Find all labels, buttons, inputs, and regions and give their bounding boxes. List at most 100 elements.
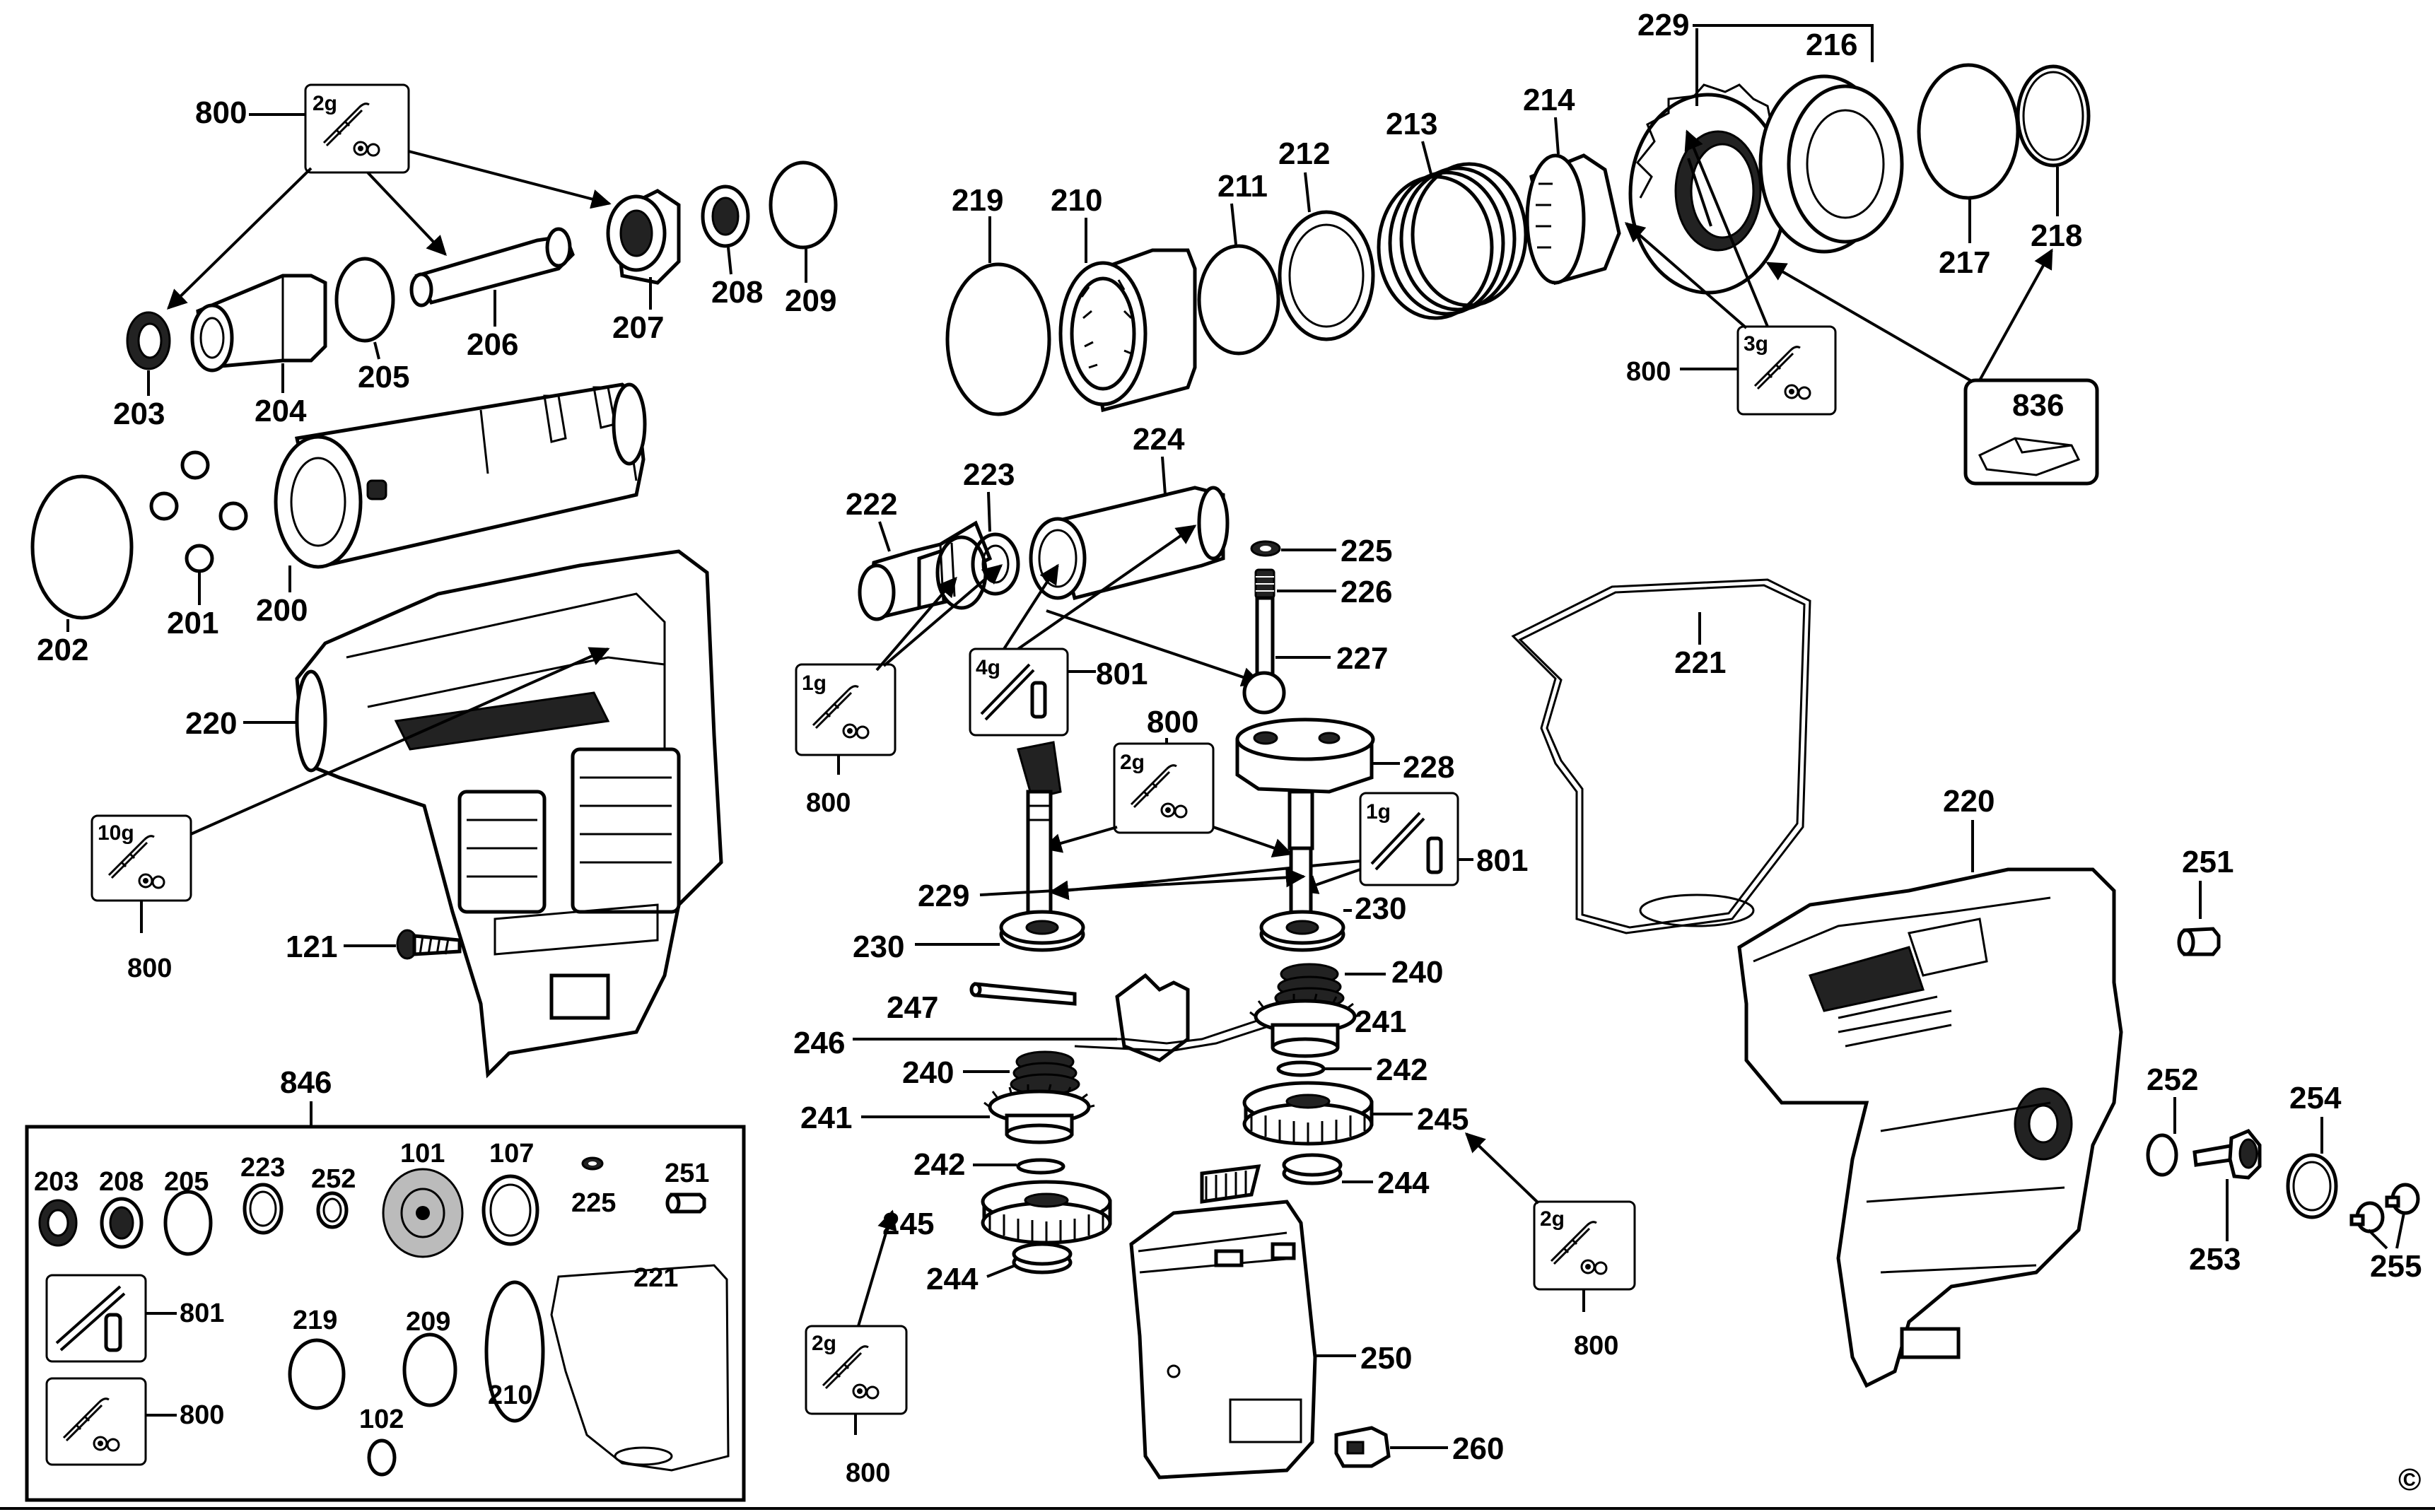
kit-836-title: 836 (2012, 388, 2064, 423)
part-229-shaft-right (1289, 846, 1313, 921)
part-205-o-ring (334, 257, 395, 343)
part-255-screws (2349, 1183, 2420, 1233)
label-242: 242 (913, 1147, 965, 1182)
label-240: 240 (1391, 955, 1443, 990)
label-214: 214 (1523, 83, 1575, 117)
part-202-o-ring (30, 474, 134, 620)
label-252: 252 (2147, 1062, 2198, 1097)
label-800: 800 (195, 95, 247, 130)
part-229-bevel-gear (1628, 83, 1788, 295)
label-204: 204 (255, 394, 307, 428)
part-213-spring (1377, 162, 1528, 320)
kit-800-2g-bottom-left: 2g (805, 1325, 908, 1415)
kit-846-title: 846 (280, 1065, 332, 1100)
part-200-cylinder (274, 382, 647, 569)
part-254-washer (2286, 1153, 2338, 1219)
label-241: 241 (800, 1101, 852, 1135)
part-228-crank (1235, 717, 1375, 850)
kit-quantity-label: 1g (1366, 800, 1391, 824)
kit-846-item: 209 (406, 1307, 450, 1337)
part-241-clutch-gear-right (1249, 993, 1361, 1058)
label-222: 222 (846, 487, 897, 522)
kit-846-item: 102 (359, 1405, 404, 1434)
part-245-gear-right (1242, 1081, 1374, 1146)
label-217: 217 (1939, 245, 1990, 280)
label-220: 220 (1943, 784, 1995, 819)
label-201: 201 (167, 606, 218, 640)
part-218-ring (2016, 64, 2091, 168)
label-229: 229 (918, 879, 969, 913)
part-227-connecting-rod (1242, 596, 1286, 715)
kit-846-item: 219 (293, 1306, 337, 1335)
part-225-washer (1250, 540, 1281, 557)
kit-800-1g-a: 1g (795, 663, 897, 756)
label-221: 221 (1674, 645, 1726, 680)
label-220: 220 (185, 706, 237, 741)
part-204-sleeve (190, 274, 327, 373)
part-201-balls (149, 450, 248, 573)
label-229: 229 (1637, 8, 1689, 42)
label-246: 246 (793, 1026, 845, 1060)
label-227: 227 (1336, 641, 1388, 676)
part-216-bearing (1758, 74, 1904, 254)
label-213: 213 (1386, 107, 1437, 141)
kit-846-item: 223 (240, 1153, 285, 1183)
part-226-spring (1254, 568, 1275, 599)
label-260: 260 (1452, 1431, 1504, 1466)
kit-800-2g-bottom-right: 2g (1533, 1200, 1636, 1291)
label-207: 207 (612, 310, 664, 345)
part-209-o-ring (769, 160, 838, 250)
part-220-gear-housing-right (1737, 867, 2123, 1388)
label-253: 253 (2189, 1242, 2241, 1277)
part-203-seal (126, 311, 171, 370)
kit-846-item: 208 (99, 1167, 144, 1197)
kit-quantity-label: 2g (1120, 751, 1145, 774)
part-242-washer-right (1276, 1060, 1326, 1077)
kit-quantity-label: 2g (1540, 1207, 1565, 1231)
part-251-pin (2177, 927, 2221, 956)
kit-quantity-label: 1g (802, 672, 827, 695)
part-246-switch-lever (1074, 973, 1273, 1062)
copyright-mark: © (2398, 1463, 2421, 1497)
kit-quantity-label: 2g (313, 92, 337, 115)
part-212-washer (1278, 210, 1375, 341)
part-208-seal (701, 184, 750, 248)
label-228: 228 (1403, 750, 1454, 785)
part-245-gear-left (981, 1180, 1112, 1245)
part-253-knob-pin (2192, 1128, 2262, 1180)
kit-quantity-label: 4g (976, 656, 1000, 679)
kit-800-3g: 3g (1736, 325, 1837, 416)
label-800: 800 (1626, 357, 1671, 387)
kit-836: 836 (1963, 378, 2099, 486)
label-254: 254 (2289, 1081, 2342, 1115)
label-200: 200 (256, 593, 308, 628)
part-121-screw (396, 929, 462, 960)
label-121: 121 (286, 930, 337, 964)
label-245: 245 (1417, 1102, 1468, 1137)
label-244: 244 (1377, 1166, 1430, 1200)
part-247-pin (969, 982, 1077, 1006)
kit-801-1g-b: 1g (1359, 792, 1459, 886)
kit-quantity-label: 3g (1744, 332, 1768, 356)
label-230: 230 (853, 930, 904, 964)
label-251: 251 (2182, 845, 2233, 879)
label-202: 202 (37, 633, 88, 667)
part-222-impact-bolt (858, 520, 993, 621)
part-206-piston-pin (409, 227, 575, 307)
label-224: 224 (1133, 422, 1185, 457)
label-800: 800 (127, 954, 172, 983)
label-219: 219 (952, 183, 1003, 218)
label-245: 245 (882, 1207, 934, 1241)
kit-800-10g: 10g (90, 814, 192, 902)
kit-846-item: 210 (488, 1381, 532, 1410)
label-223: 223 (963, 457, 1015, 492)
gasket-inner-edge (1518, 584, 1806, 929)
part-224-piston-sleeve (1029, 486, 1230, 601)
label-208: 208 (711, 275, 763, 310)
kit-846-item: 252 (311, 1164, 356, 1194)
kit-800-2g-center: 2g (1113, 742, 1215, 834)
part-211-circlip (1197, 244, 1280, 356)
kit-846-item: 101 (400, 1139, 445, 1168)
part-250-motor (1129, 1164, 1317, 1479)
